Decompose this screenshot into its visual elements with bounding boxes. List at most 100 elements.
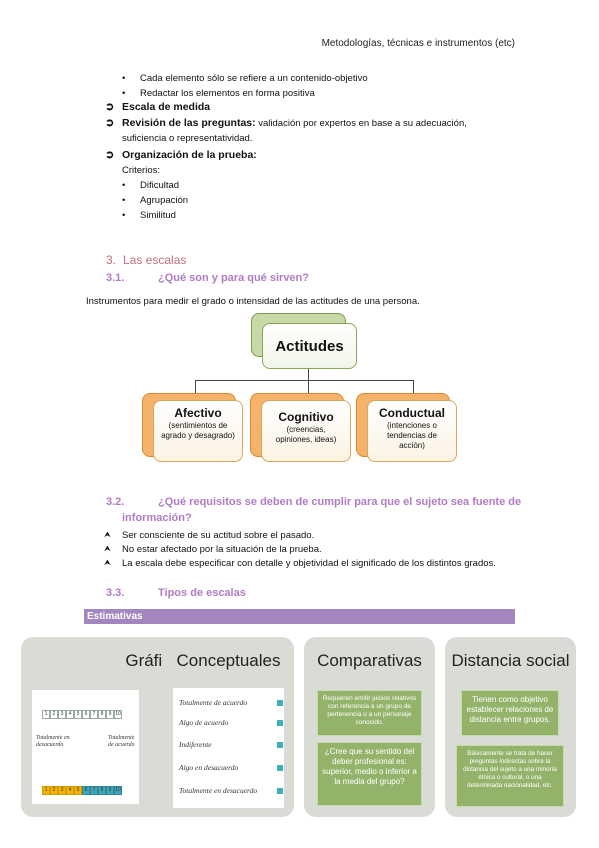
comparativas-box-1: Requieren emitir juicios relativos con r… <box>317 690 422 736</box>
scale-cell: 4 <box>66 786 74 795</box>
scale-cell: 8 <box>98 786 106 795</box>
scale-cell: 10 <box>114 710 122 719</box>
afectivo-detail: (sentimientos de agrado y desagrado) <box>161 421 235 440</box>
comparativas-box-2: ¿Cree que su sentido del deber profesion… <box>317 742 422 806</box>
scale-cell: 4 <box>66 710 74 719</box>
organizacion-heading: Organización de la prueba: <box>122 149 257 161</box>
scale-cell: 10 <box>114 786 122 795</box>
section-3-1-number: 3.1. <box>106 272 125 284</box>
criterio-item: Dificultad <box>140 180 180 191</box>
section-3-1-title: ¿Qué son y para qué sirven? <box>158 272 309 284</box>
scale-cell: 1 <box>42 710 50 719</box>
estimativas-band: Estimativas <box>84 609 515 624</box>
conceptual-item: Algo en desacuerdo <box>179 763 239 772</box>
distancia-title: Distancia social <box>451 651 570 670</box>
section-3-2-title-2: información? <box>122 512 192 524</box>
scale-cell: 6 <box>82 786 90 795</box>
panel-comparativas: Comparativas Requieren emitir juicios re… <box>304 637 435 817</box>
cognitivo-title: Cognitivo <box>278 410 334 424</box>
bullet-marker: • <box>122 210 126 221</box>
scale-cell: 9 <box>106 786 114 795</box>
option-square <box>277 700 283 706</box>
option-square <box>277 720 283 726</box>
revision-paragraph: Revisión de las preguntas: validación po… <box>122 117 514 129</box>
option-square <box>277 765 283 771</box>
left-label: Totalmente en desacuerdo <box>36 735 70 748</box>
intro-bullet: Cada elemento sólo se refiere a un conte… <box>140 73 368 84</box>
scale-cell: 7 <box>90 710 98 719</box>
criterios-label: Criterios: <box>122 165 161 176</box>
revision-label: Revisión de las preguntas: <box>122 117 256 129</box>
criterio-item: Agrupación <box>140 195 189 206</box>
section-3-3-title: Tipos de escalas <box>158 587 246 599</box>
bullet-marker: • <box>122 73 126 84</box>
conceptual-item: Totalmente de acuerdo <box>179 698 248 707</box>
triangle-bullet-icon: ⮝ <box>104 530 111 539</box>
section-3-number: 3. <box>106 253 117 267</box>
scale-cell: 9 <box>106 710 114 719</box>
conductual-box: Conductual (intenciones o tendencias de … <box>367 400 457 462</box>
section-3-title: Las escalas <box>123 253 187 267</box>
section-3-3-number: 3.3. <box>106 587 125 599</box>
scale-cell: 3 <box>58 710 66 719</box>
bullet-marker: • <box>122 88 126 99</box>
conceptual-item: Algo de acuerdo <box>179 718 229 727</box>
scale-cell: 5 <box>74 786 82 795</box>
connector-line <box>308 369 309 381</box>
actitudes-box: Actitudes <box>262 323 357 369</box>
option-square <box>277 788 283 794</box>
actitudes-label: Actitudes <box>275 337 344 355</box>
afectivo-title: Afectivo <box>174 406 222 420</box>
bullet-marker: • <box>122 195 126 206</box>
section-3-2-number: 3.2. <box>106 496 125 508</box>
scale-cell: 5 <box>74 710 82 719</box>
conceptual-item: Indiferente <box>179 740 212 749</box>
triangle-bullet-icon: ⮝ <box>104 544 111 553</box>
connector-line <box>195 380 413 381</box>
arrow-icon: ➲ <box>105 117 115 129</box>
scale-cell: 2 <box>50 710 58 719</box>
conductual-title: Conductual <box>379 406 445 420</box>
scale-cell: 3 <box>58 786 66 795</box>
revision-text-2: suficiencia o representatividad. <box>122 133 253 144</box>
scale-cell: 7 <box>90 786 98 795</box>
conceptuales-title: Conceptuales <box>176 651 281 670</box>
scale-cell: 8 <box>98 710 106 719</box>
distancia-box-2: Básicamente se trata de hacer preguntas … <box>456 745 564 807</box>
conceptual-item: Totalmente en desacuerdo <box>179 786 258 795</box>
cognitivo-box: Cognitivo (creencias, opiniones, ideas) <box>261 400 351 462</box>
conceptuales-image: Totalmente de acuerdo Algo de acuerdo In… <box>173 688 284 808</box>
option-square <box>277 742 283 748</box>
criterio-item: Similitud <box>140 210 176 221</box>
scale-cell: 2 <box>50 786 58 795</box>
requisito-item: La escala debe especificar con detalle y… <box>122 558 496 569</box>
section-3-1-text: Instrumentos para medir el grado o inten… <box>86 296 420 307</box>
revision-text: validación por expertos en base a su ade… <box>255 118 467 129</box>
scale-cell: 1 <box>42 786 50 795</box>
requisito-item: Ser consciente de su actitud sobre el pa… <box>122 530 315 541</box>
triangle-bullet-icon: ⮝ <box>104 558 111 567</box>
afectivo-box: Afectivo (sentimientos de agrado y desag… <box>153 400 243 462</box>
connector-line <box>195 380 196 393</box>
requisito-item: No estar afectado por la situación de la… <box>122 544 322 555</box>
conductual-detail: (intenciones o tendencias de acción) <box>387 421 437 450</box>
distancia-box-1: Tienen como objetivo establecer relacion… <box>461 690 559 736</box>
panel-distancia-social: Distancia social Tienen como objetivo es… <box>445 637 576 817</box>
intro-bullet: Redactar los elementos en forma positiva <box>140 88 315 99</box>
bullet-marker: • <box>122 180 126 191</box>
connector-line <box>413 380 414 393</box>
page-header: Metodologías, técnicas e instrumentos (e… <box>321 38 515 49</box>
arrow-icon: ➲ <box>105 149 115 161</box>
connector-line <box>308 380 309 393</box>
section-3-2-title-1: ¿Qué requisitos se deben de cumplir para… <box>158 496 522 508</box>
comparativas-title: Comparativas <box>317 651 422 670</box>
escala-heading: Escala de medida <box>122 101 211 113</box>
right-label: Totalmente de acuerdo <box>108 735 135 748</box>
arrow-icon: ➲ <box>105 101 115 113</box>
cognitivo-detail: (creencias, opiniones, ideas) <box>275 425 337 444</box>
scale-cell: 6 <box>82 710 90 719</box>
panel-conceptuales: Conceptuales Totalmente de acuerdo Algo … <box>163 637 294 817</box>
